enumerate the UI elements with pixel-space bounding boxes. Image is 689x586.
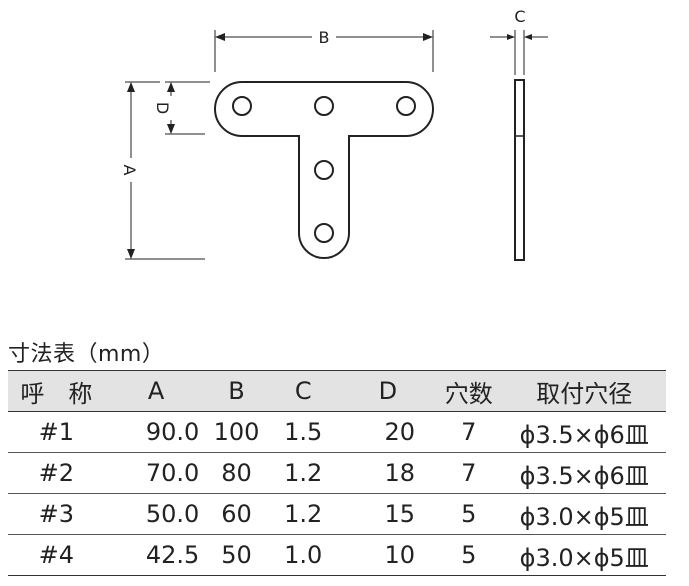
cell-name: #1 [8, 411, 105, 453]
cell-a: 90.0 [104, 411, 208, 453]
cell-screw: ϕ3.5×ϕ6皿 [502, 452, 666, 494]
screw-hole [314, 96, 334, 116]
cell-b: 60 [207, 493, 266, 535]
cell-b: 50 [207, 534, 266, 576]
table-row: #4 42.5 50 1.0 10 5 ϕ3.0×ϕ5皿 [8, 534, 666, 576]
dim-d-label: D [153, 102, 172, 114]
cell-name: #2 [8, 452, 105, 494]
cell-d: 20 [340, 411, 436, 453]
cell-d: 18 [340, 452, 436, 494]
cell-d: 10 [340, 534, 436, 576]
side-view-plate [514, 79, 525, 261]
header-b: B [207, 370, 266, 412]
header-holes: 穴数 [435, 370, 503, 412]
cell-a: 50.0 [104, 493, 208, 535]
cell-c: 1.0 [265, 534, 341, 576]
table-row: #1 90.0 100 1.5 20 7 ϕ3.5×ϕ6皿 [8, 411, 666, 453]
header-a: A [104, 370, 208, 412]
cell-holes: 7 [435, 411, 503, 453]
cell-a: 42.5 [104, 534, 208, 576]
cell-holes: 5 [435, 534, 503, 576]
screw-hole [314, 223, 334, 243]
cell-name: #4 [8, 534, 105, 576]
screw-hole [314, 160, 334, 180]
header-d: D [340, 370, 436, 412]
dim-a-label: A [120, 165, 139, 176]
header-name: 呼 称 [8, 370, 105, 412]
cell-holes: 7 [435, 452, 503, 494]
cell-b: 80 [207, 452, 266, 494]
header-c: C [265, 370, 341, 412]
dim-b-label: B [319, 28, 330, 47]
cell-d: 15 [340, 493, 436, 535]
cell-c: 1.5 [265, 411, 341, 453]
dim-c-label: C [514, 7, 525, 26]
table-row: #3 50.0 60 1.2 15 5 ϕ3.0×ϕ5皿 [8, 493, 666, 535]
header-screw: 取付穴径 [502, 370, 666, 412]
cell-screw: ϕ3.5×ϕ6皿 [502, 411, 666, 453]
screw-hole [232, 96, 252, 116]
cell-holes: 5 [435, 493, 503, 535]
cell-screw: ϕ3.0×ϕ5皿 [502, 534, 666, 576]
cell-screw: ϕ3.0×ϕ5皿 [502, 493, 666, 535]
dimensions-table: 呼 称 A B C D 穴数 取付穴径 #1 90.0 100 1.5 20 7… [8, 370, 666, 576]
table-title: 寸法表（mm） [8, 342, 165, 367]
cell-c: 1.2 [265, 493, 341, 535]
table-row: #2 70.0 80 1.2 18 7 ϕ3.5×ϕ6皿 [8, 452, 666, 494]
cell-name: #3 [8, 493, 105, 535]
cell-b: 100 [207, 411, 266, 453]
technical-drawing: B D A C [120, 7, 548, 261]
table-header-row: 呼 称 A B C D 穴数 取付穴径 [8, 370, 666, 412]
cell-a: 70.0 [104, 452, 208, 494]
screw-hole [396, 96, 416, 116]
cell-c: 1.2 [265, 452, 341, 494]
